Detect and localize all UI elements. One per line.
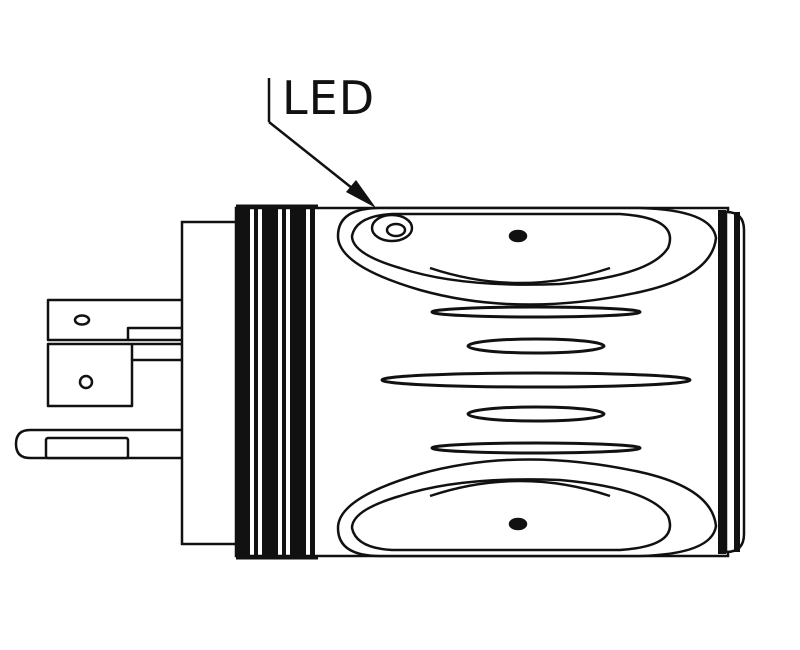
cooling-vents xyxy=(380,305,692,455)
leader-arrowhead xyxy=(346,180,376,208)
led-callout: LED xyxy=(267,71,376,208)
rear-collar xyxy=(180,220,242,546)
outlet-lower-pin-hole xyxy=(508,517,528,531)
vent-5 xyxy=(430,441,642,455)
led-indicator-icon xyxy=(370,213,414,243)
vent-2 xyxy=(466,337,606,355)
vent-3 xyxy=(380,371,692,389)
prong-upper xyxy=(46,298,182,342)
outlet-upper-pin-hole xyxy=(508,229,528,243)
plug-prongs xyxy=(14,298,182,460)
led-callout-label: LED xyxy=(282,71,375,125)
grip-bands xyxy=(236,204,318,560)
vent-4 xyxy=(466,405,606,423)
outlet-face-upper xyxy=(336,206,718,306)
prong-middle xyxy=(46,342,182,408)
outlet-face-lower xyxy=(336,458,718,558)
vent-1 xyxy=(430,305,642,319)
prong-lower xyxy=(14,428,182,460)
leader-line xyxy=(268,121,363,197)
adapter-body xyxy=(180,204,746,560)
front-rim xyxy=(718,210,746,554)
